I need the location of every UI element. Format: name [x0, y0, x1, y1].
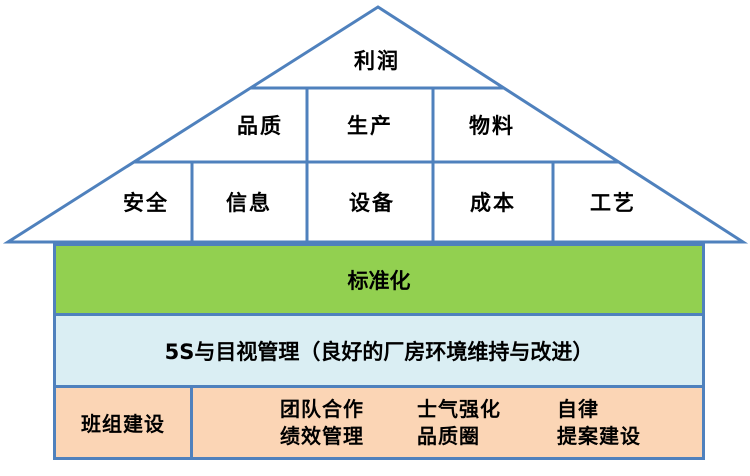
foundation-group: 士气强化 品质圈 — [417, 396, 501, 450]
team-building-label: 班组建设 — [81, 412, 165, 436]
group-line: 士气强化 — [417, 396, 501, 421]
foundation-groups-cell: 团队合作 绩效管理 士气强化 品质圈 自律 提案建设 — [190, 388, 702, 457]
roof-label-process: 工艺 — [590, 191, 636, 215]
roof-label-quality: 品质 — [237, 114, 283, 138]
house-body: 标准化 5S与目视管理（良好的厂房环境维持与改进） 班组建设 团队合作 绩效管理… — [53, 243, 705, 460]
group-line: 绩效管理 — [280, 423, 364, 448]
group-line: 自律 — [557, 396, 599, 421]
standardization-bar: 标准化 — [56, 246, 702, 313]
five-s-bar: 5S与目视管理（良好的厂房环境维持与改进） — [56, 313, 702, 385]
roof-label-profit: 利润 — [354, 49, 400, 73]
roof-label-safety: 安全 — [123, 191, 169, 215]
group-line: 团队合作 — [280, 396, 364, 421]
roof-label-material: 物料 — [469, 114, 515, 138]
group-line: 品质圈 — [417, 423, 480, 448]
roof-label-cost: 成本 — [470, 191, 516, 215]
roof-label-production: 生产 — [347, 114, 393, 138]
foundation-group: 团队合作 绩效管理 — [280, 396, 364, 450]
foundation-group: 自律 提案建设 — [557, 396, 641, 450]
group-line: 提案建设 — [557, 423, 641, 448]
roof-label-equipment: 设备 — [349, 191, 395, 215]
foundation-row: 班组建设 团队合作 绩效管理 士气强化 品质圈 自律 提案建设 — [56, 385, 702, 457]
roof-label-information: 信息 — [226, 191, 272, 215]
standardization-label: 标准化 — [347, 268, 411, 293]
five-s-label: 5S与目视管理（良好的厂房环境维持与改进） — [164, 339, 594, 364]
team-building-cell: 班组建设 — [56, 388, 190, 457]
